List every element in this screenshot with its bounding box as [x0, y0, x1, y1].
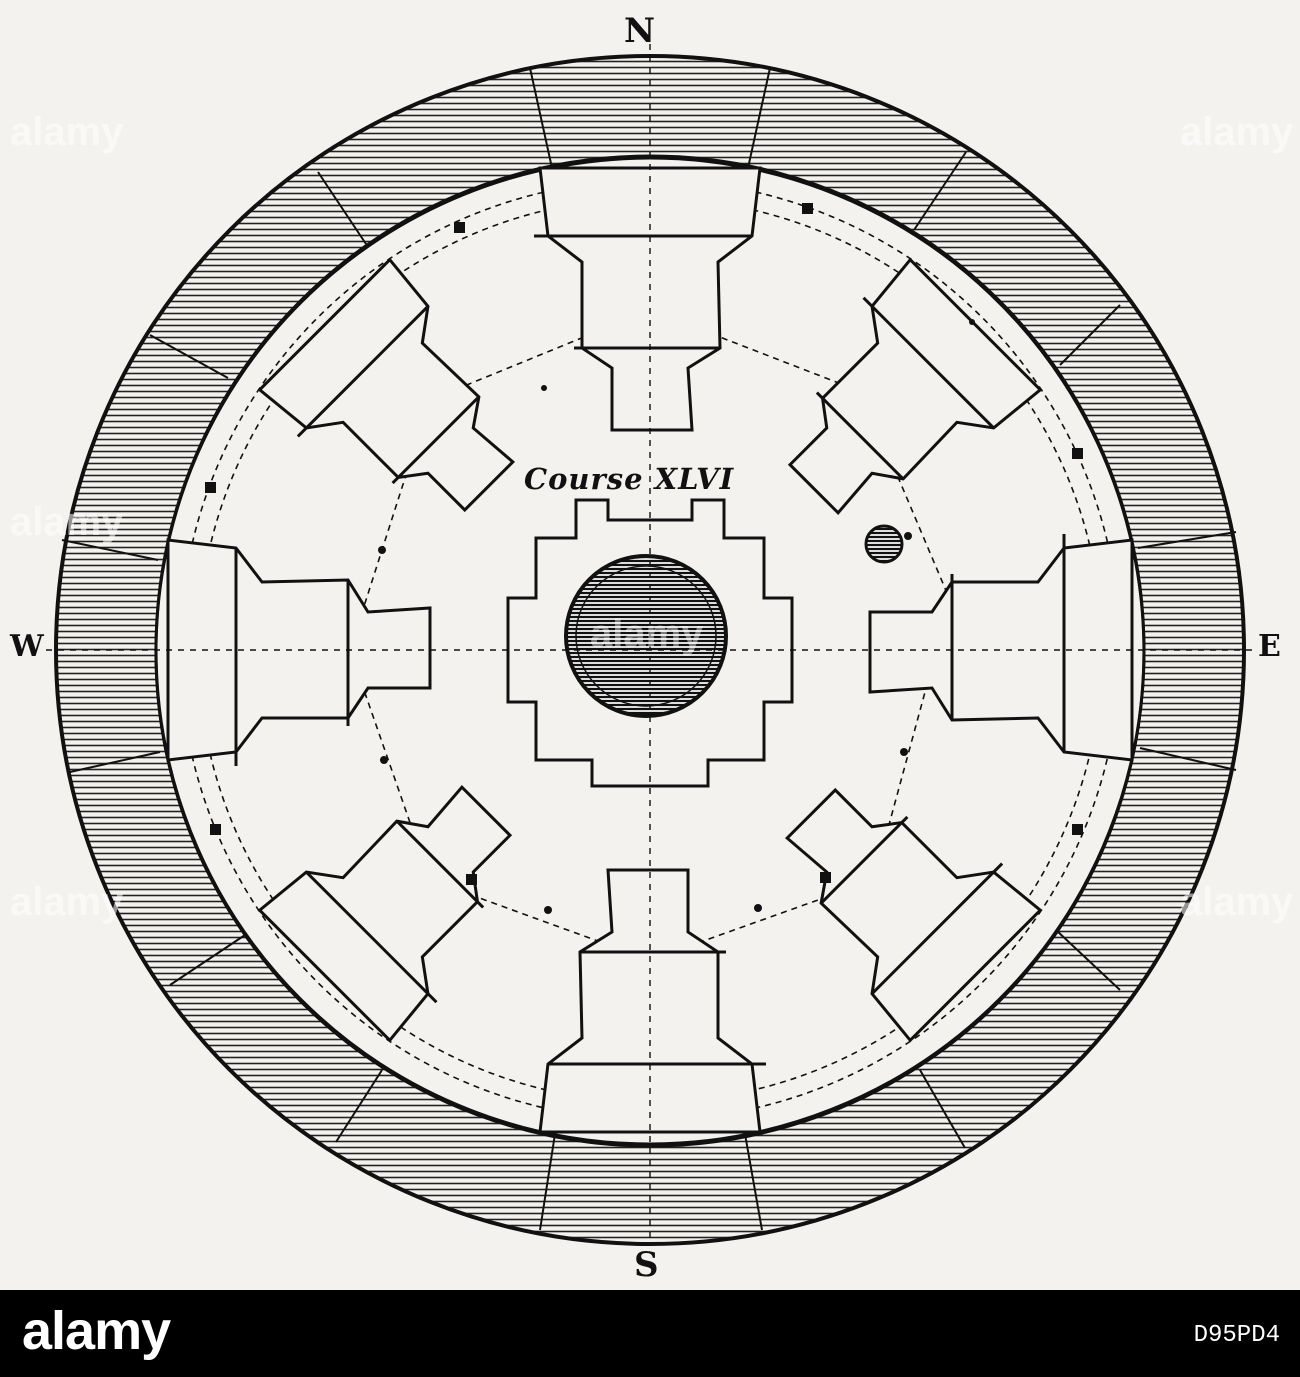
watermark-text: alamy — [10, 880, 124, 924]
footer-bar: alamy D95PD4 — [0, 1290, 1300, 1377]
compass-west-label: W — [10, 629, 44, 664]
footer-image-id: D95PD4 — [1193, 1322, 1280, 1349]
compass-center-lines — [46, 44, 1254, 1244]
compass-south-label: S — [634, 1245, 659, 1285]
watermark-text: alamy — [1180, 110, 1294, 154]
course-plan-drawing — [46, 44, 1254, 1246]
course-plan-diagram — [46, 44, 1254, 1246]
course-label: Course XLVI — [524, 462, 735, 496]
small-hatched-circle — [864, 524, 904, 564]
compass-east-label: E — [1258, 629, 1281, 664]
footer-logo: alamy — [22, 1301, 171, 1361]
square-bolt-holes — [205, 203, 1083, 885]
ring-joints — [61, 67, 1237, 1231]
compass-north-label: N — [624, 11, 656, 51]
watermark-text: alamy — [590, 612, 704, 656]
watermark-text: alamy — [1180, 880, 1294, 924]
watermark-text: alamy — [10, 500, 124, 544]
round-dowel-dots — [378, 319, 975, 914]
central-hatched-circle — [564, 554, 728, 718]
watermark-text: alamy — [10, 110, 124, 154]
